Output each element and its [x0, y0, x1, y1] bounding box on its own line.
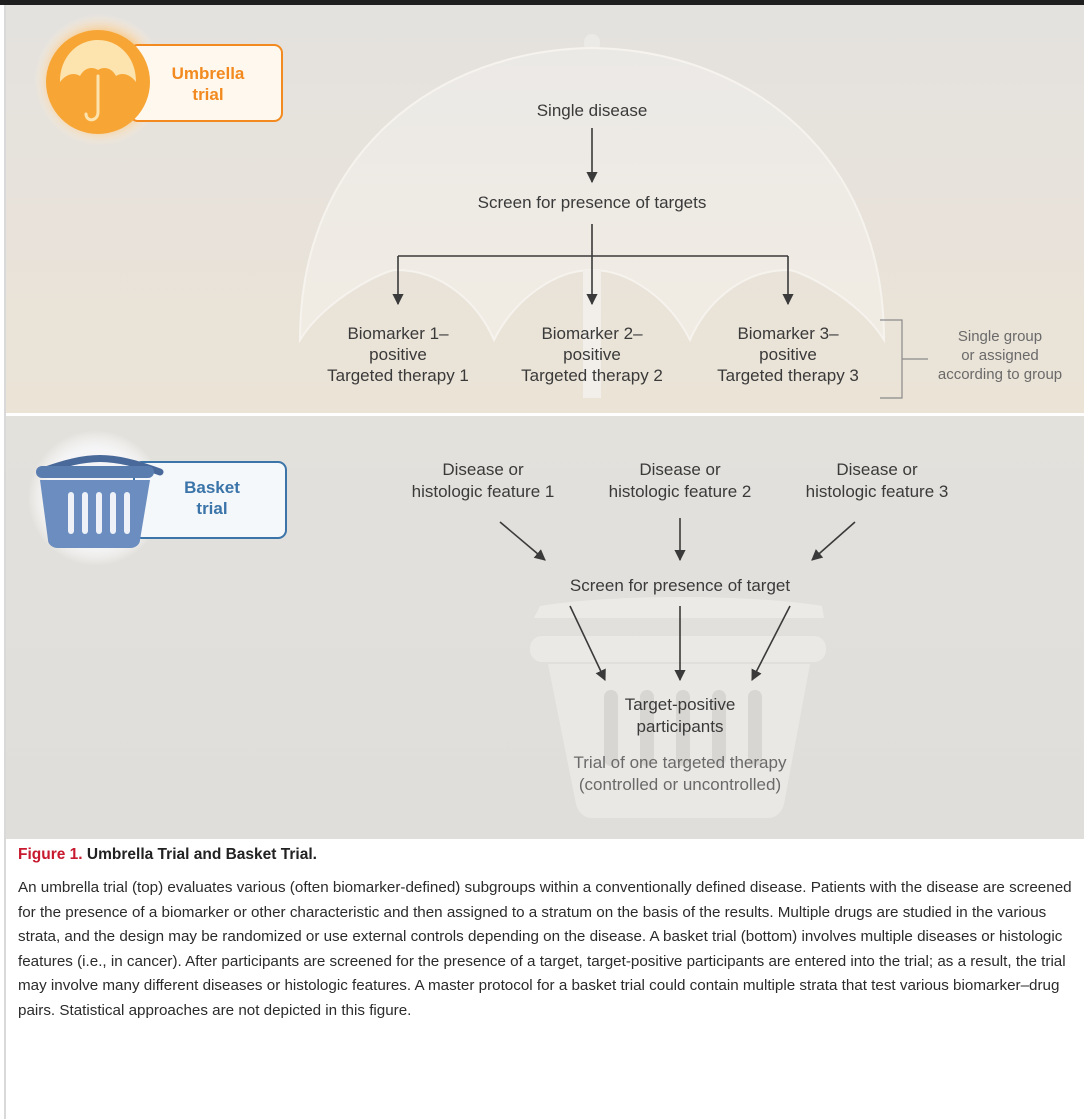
- single-disease-label: Single disease: [537, 101, 648, 120]
- u-bio-2-line-1: Biomarker 3–: [737, 324, 839, 343]
- u-bio-0-line-2: positive: [369, 345, 427, 364]
- top-rule: [0, 0, 1084, 5]
- b-dis-0-line-2: histologic feature 1: [412, 482, 555, 501]
- b-trial-line-2: (controlled or uncontrolled): [579, 775, 781, 794]
- screen-targets-label: Screen for presence of targets: [478, 193, 707, 212]
- u-bio-1-line-2: positive: [563, 345, 621, 364]
- u-bio-2-line-3: Targeted therapy 3: [717, 366, 859, 385]
- b-part-line-2: participants: [637, 717, 724, 736]
- diagram: Umbrella trial Single disease Screen for …: [6, 5, 1084, 840]
- umbrella-title-line-1: Umbrella: [172, 64, 245, 83]
- basket-icon: [28, 430, 287, 566]
- b-dis-1-line-2: histologic feature 2: [609, 482, 752, 501]
- arrow-screen-to-participants-left: [569, 605, 606, 682]
- group-note: Single group or assigned according to grou…: [938, 328, 1062, 383]
- umbrella-icon: [34, 14, 283, 146]
- u-group-line-3: according to group: [938, 366, 1062, 383]
- arrow-screen-to-participants-right: [751, 605, 791, 681]
- b-dis-2-line-2: histologic feature 3: [806, 482, 949, 501]
- u-group-line-2: or assigned: [961, 347, 1039, 364]
- b-screen-line-1: Screen for presence of target: [570, 576, 790, 595]
- group-bracket: [880, 319, 928, 399]
- u-bio-0-line-1: Biomarker 1–: [347, 324, 449, 343]
- b-trial-line-1: Trial of one targeted therapy: [574, 753, 787, 772]
- figure-caption: Figure 1. Umbrella Trial and Basket Tria…: [18, 846, 1074, 1023]
- disease-1-label: Disease or histologic feature 1: [412, 460, 555, 501]
- b-dis-0-line-1: Disease or: [442, 460, 524, 479]
- u-bio-1-line-1: Biomarker 2–: [541, 324, 643, 343]
- u-group-line-1: Single group: [958, 328, 1042, 345]
- screen-target-label: Screen for presence of target: [570, 576, 790, 595]
- branch-connector: [398, 224, 788, 257]
- umbrella-title-line-2: trial: [192, 85, 223, 104]
- disease-2-label: Disease or histologic feature 2: [609, 460, 752, 501]
- left-rule: [4, 5, 6, 1119]
- basket-title: Basket trial: [184, 478, 240, 518]
- caption-title: Umbrella Trial and Basket Trial.: [86, 846, 317, 863]
- u-bio-0-line-3: Targeted therapy 1: [327, 366, 469, 385]
- b-dis-1-line-1: Disease or: [639, 460, 721, 479]
- disease-3-label: Disease or histologic feature 3: [806, 460, 949, 501]
- caption-figure-number: Figure 1.: [18, 846, 83, 863]
- caption-title-line: Figure 1. Umbrella Trial and Basket Tria…: [18, 846, 1074, 864]
- u-screen-line-1: Screen for presence of targets: [478, 193, 707, 212]
- b-dis-2-line-1: Disease or: [836, 460, 918, 479]
- umbrella-title: Umbrella trial: [172, 64, 245, 104]
- caption-body: An umbrella trial (top) evaluates variou…: [18, 879, 1072, 1019]
- trial-description-label: Trial of one targeted therapy (controlled…: [574, 753, 787, 794]
- basket-title-line-1: Basket: [184, 478, 240, 497]
- target-positive-participants-label: Target-positive participants: [625, 695, 736, 736]
- basket-title-line-2: trial: [196, 499, 227, 518]
- basket-graphic: [530, 597, 826, 818]
- u-disease-line-1: Single disease: [537, 101, 648, 120]
- u-bio-2-line-2: positive: [759, 345, 817, 364]
- b-part-line-1: Target-positive: [625, 695, 736, 714]
- arrow-disease-1-to-screen: [499, 521, 546, 561]
- u-bio-1-line-3: Targeted therapy 2: [521, 366, 663, 385]
- arrow-disease-3-to-screen: [811, 521, 856, 561]
